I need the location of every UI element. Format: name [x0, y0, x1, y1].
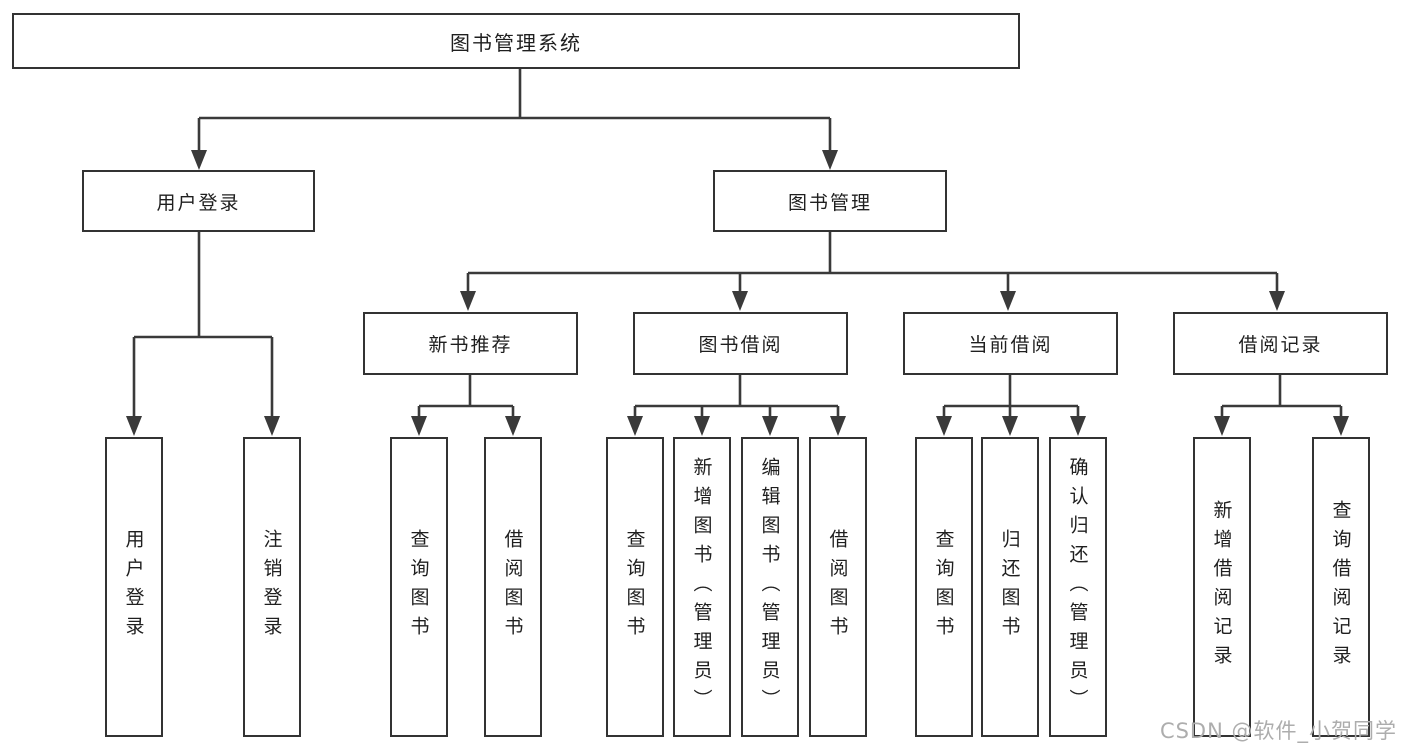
leaf-logout: 注销登录	[243, 437, 301, 737]
node-borrow-records: 借阅记录	[1173, 312, 1388, 375]
leaf-query-books-1: 查询图书	[390, 437, 448, 737]
arrow-down-icon	[1333, 416, 1349, 436]
leaf-borrow-books-2: 借阅图书	[809, 437, 867, 737]
node-user-login: 用户登录	[82, 170, 315, 232]
leaf-add-borrow-record: 新增借阅记录	[1193, 437, 1251, 737]
arrow-down-icon	[694, 416, 710, 436]
arrow-down-icon	[762, 416, 778, 436]
arrow-down-icon	[732, 291, 748, 311]
leaf-user-login: 用户登录	[105, 437, 163, 737]
arrow-down-icon	[411, 416, 427, 436]
connector-current-borrow-split	[936, 375, 1086, 436]
leaf-confirm-return-admin: 确认归还（管理员）	[1049, 437, 1107, 737]
arrow-down-icon	[460, 291, 476, 311]
connector-book-mgmt-split	[460, 232, 1285, 311]
connector-new-books-split	[411, 375, 521, 436]
arrow-down-icon	[1070, 416, 1086, 436]
arrow-down-icon	[126, 416, 142, 436]
watermark: CSDN @软件_小贺同学	[1159, 719, 1397, 743]
connector-book-borrow-split	[627, 375, 846, 436]
connector-borrow-records-split	[1214, 375, 1349, 436]
node-current-borrowing: 当前借阅	[903, 312, 1118, 375]
connector-user-login-split	[126, 232, 280, 436]
leaf-query-books-2: 查询图书	[606, 437, 664, 737]
leaf-add-books-admin: 新增图书（管理员）	[673, 437, 731, 737]
leaf-borrow-books-1: 借阅图书	[484, 437, 542, 737]
arrow-down-icon	[1269, 291, 1285, 311]
node-root: 图书管理系统	[12, 13, 1020, 69]
arrow-down-icon	[822, 150, 838, 170]
arrow-down-icon	[191, 150, 207, 170]
arrow-down-icon	[627, 416, 643, 436]
leaf-edit-books-admin: 编辑图书（管理员）	[741, 437, 799, 737]
connector-root-split	[191, 69, 838, 170]
leaf-query-borrow-record: 查询借阅记录	[1312, 437, 1370, 737]
node-book-borrowing: 图书借阅	[633, 312, 848, 375]
arrow-down-icon	[1214, 416, 1230, 436]
arrow-down-icon	[505, 416, 521, 436]
node-new-book-recommend: 新书推荐	[363, 312, 578, 375]
arrow-down-icon	[264, 416, 280, 436]
leaf-return-books: 归还图书	[981, 437, 1039, 737]
leaf-query-books-3: 查询图书	[915, 437, 973, 737]
arrow-down-icon	[830, 416, 846, 436]
arrow-down-icon	[936, 416, 952, 436]
arrow-down-icon	[1002, 416, 1018, 436]
node-book-management: 图书管理	[713, 170, 947, 232]
arrow-down-icon	[1000, 291, 1016, 311]
